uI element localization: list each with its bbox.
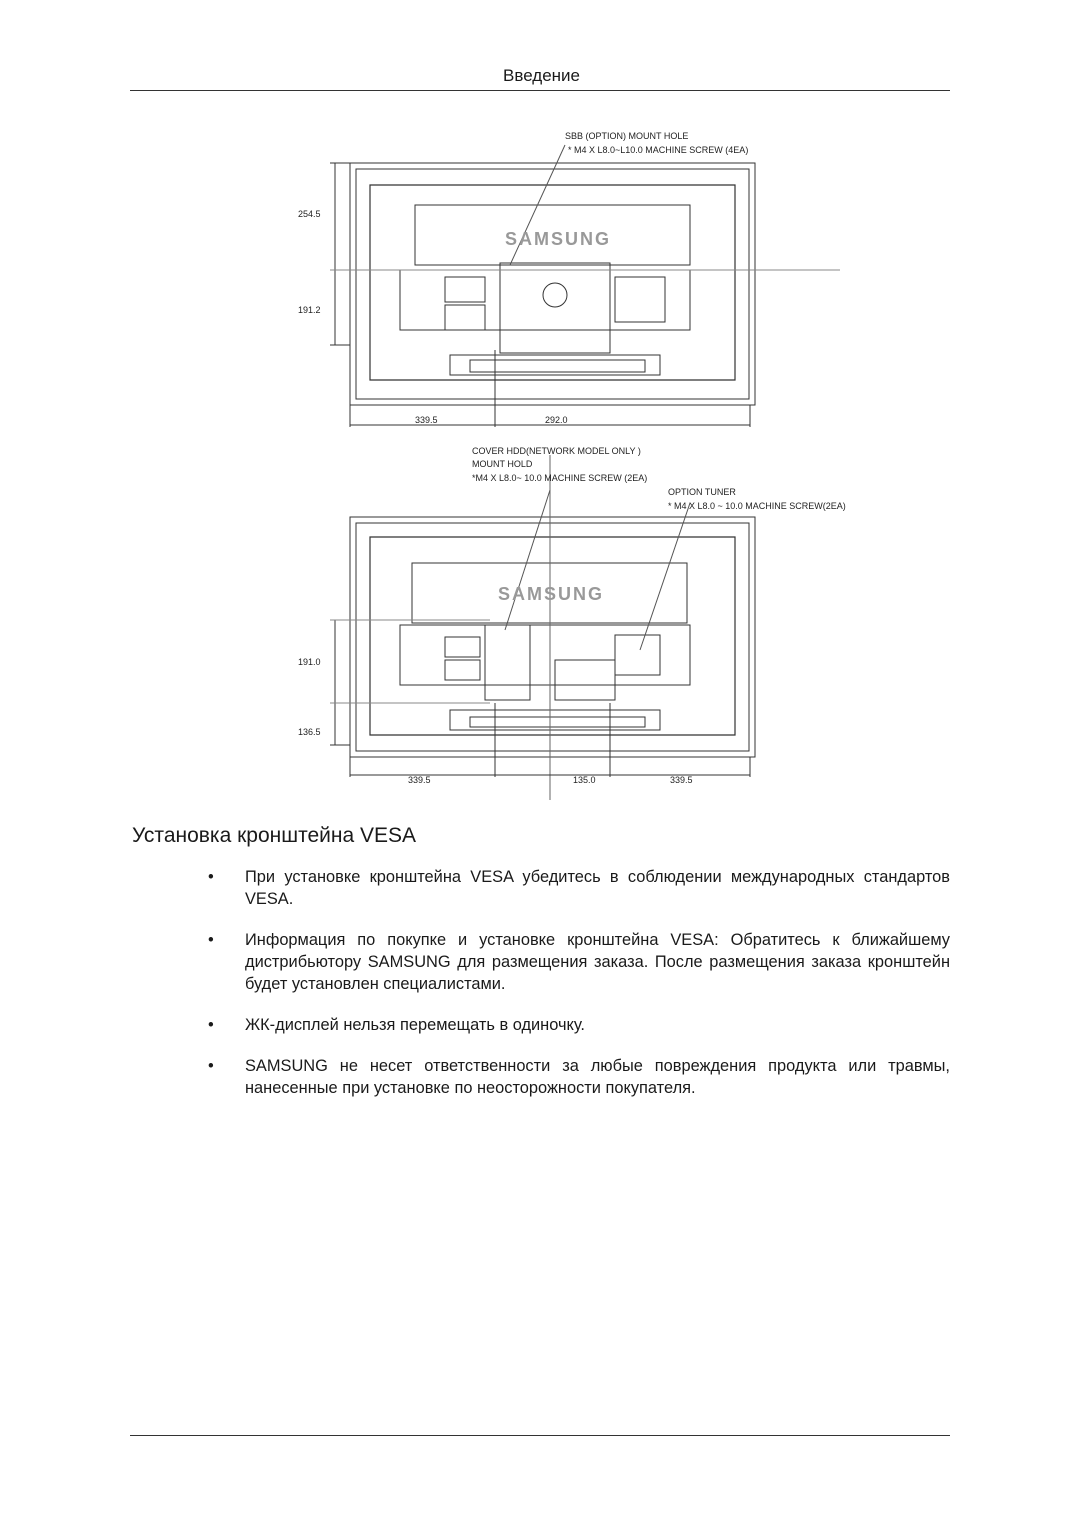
bottom-dim-v2: 136.5 [298, 727, 321, 737]
bullet-text: Информация по покупке и установке кроншт… [245, 931, 950, 993]
top-dim-v1: 254.5 [298, 209, 321, 219]
bottom-callout-a-line1: COVER HDD(NETWORK MODEL ONLY ) [472, 446, 641, 456]
list-item: • Информация по покупке и установке крон… [208, 929, 950, 995]
bottom-dim-h3: 339.5 [670, 775, 693, 785]
bottom-dim-h1: 339.5 [408, 775, 431, 785]
bullet-text: ЖК-дисплей нельзя перемещать в одиночку. [245, 1016, 585, 1034]
bottom-dim-h2: 135.0 [573, 775, 596, 785]
bullet-marker: • [208, 1057, 214, 1075]
bottom-callout-b-line2: * M4 X L8.0 ~ 10.0 MACHINE SCREW(2EA) [668, 501, 846, 511]
top-dim-v2: 191.2 [298, 305, 321, 315]
rear-panel-diagram: SBB (OPTION) MOUNT HOLE * M4 X L8.0~L10.… [290, 125, 870, 805]
bullet-text: При установке кронштейна VESA убедитесь … [245, 868, 950, 908]
bottom-samsung-logo: SAMSUNG [498, 584, 604, 604]
header-rule [130, 90, 950, 91]
top-monitor-diagram [330, 144, 840, 427]
top-callout-line1: SBB (OPTION) MOUNT HOLE [565, 131, 688, 141]
top-dim-h2: 292.0 [545, 415, 568, 425]
bullet-list: • При установке кронштейна VESA убедитес… [208, 866, 950, 1118]
bottom-callout-a-line2: MOUNT HOLD [472, 459, 533, 469]
top-dim-h1: 339.5 [415, 415, 438, 425]
list-item: • ЖК-дисплей нельзя перемещать в одиночк… [208, 1014, 950, 1036]
bullet-text: SAMSUNG не несет ответственности за любы… [245, 1057, 950, 1097]
bottom-dim-v1: 191.0 [298, 657, 321, 667]
bottom-callout-a-line3: *M4 X L8.0~ 10.0 MACHINE SCREW (2EA) [472, 473, 647, 483]
bottom-callout-b-line1: OPTION TUNER [668, 487, 736, 497]
list-item: • SAMSUNG не несет ответственности за лю… [208, 1055, 950, 1099]
bottom-monitor-diagram [330, 455, 756, 800]
footer-rule [130, 1435, 950, 1436]
list-item: • При установке кронштейна VESA убедитес… [208, 866, 950, 910]
bullet-marker: • [208, 1016, 214, 1034]
section-title: Установка кронштейна VESA [132, 824, 417, 847]
bullet-marker: • [208, 868, 214, 886]
page-header: Введение [130, 66, 950, 86]
bullet-marker: • [208, 931, 214, 949]
top-callout-line2: * M4 X L8.0~L10.0 MACHINE SCREW (4EA) [568, 145, 748, 155]
top-samsung-logo: SAMSUNG [505, 229, 611, 249]
header-title: Введение [503, 66, 580, 85]
